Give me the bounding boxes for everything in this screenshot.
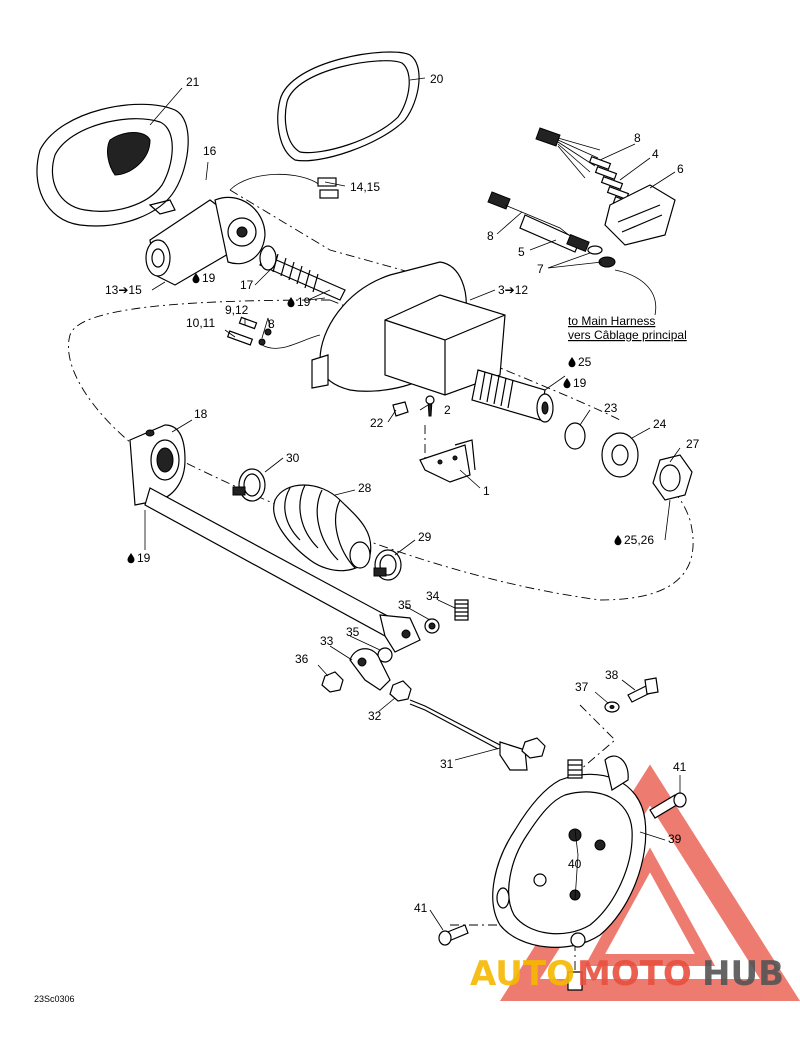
harness-note-line1: to Main Harness — [568, 314, 655, 328]
label-3-12: 3➔12 — [498, 283, 528, 297]
cover-part-21 — [36, 103, 189, 227]
svg-text:19: 19 — [297, 295, 311, 309]
svg-text:19: 19 — [137, 551, 151, 565]
label-25-26: 25,26 — [614, 533, 654, 547]
label-19-motor: 19 — [192, 271, 216, 285]
label-37: 37 — [575, 680, 589, 694]
svg-text:25: 25 — [578, 355, 592, 369]
belt-part-20 — [277, 51, 420, 162]
label-41-right: 41 — [673, 760, 687, 774]
screws-part-41 — [438, 792, 687, 946]
label-39: 39 — [668, 832, 682, 846]
wiring-harness — [408, 97, 676, 316]
watermark-auto: AUTO — [470, 954, 575, 994]
label-16: 16 — [203, 144, 217, 158]
label-31: 31 — [440, 757, 454, 771]
label-35-upper: 35 — [398, 598, 412, 612]
label-23: 23 — [604, 401, 618, 415]
shift-shaft-part-18 — [129, 424, 421, 653]
label-21: 21 — [186, 75, 200, 89]
linkage-parts-32-36 — [321, 599, 469, 702]
cable-part-31 — [409, 699, 546, 771]
label-36: 36 — [295, 652, 309, 666]
label-22: 22 — [370, 416, 384, 430]
label-10-11: 10,11 — [186, 316, 215, 330]
label-27: 27 — [686, 437, 700, 451]
screw-washer-parts-37-38 — [604, 677, 659, 713]
label-2: 2 — [444, 403, 451, 417]
label-8-small: 8 — [268, 317, 275, 331]
boot-and-clamps-28-29-30 — [232, 468, 402, 581]
gearbox-housing-part-3-12 — [311, 261, 554, 423]
label-19-shaft-end: 19 — [127, 551, 151, 565]
watermark-moto: MOTO — [577, 954, 692, 994]
harness-note-line2: vers Câblage principal — [568, 328, 687, 342]
drawing-reference: 23Sc0306 — [34, 994, 75, 1004]
label-19-shaft: 19 — [563, 376, 587, 390]
label-8-mid: 8 — [487, 229, 494, 243]
label-38: 38 — [605, 668, 619, 682]
label-33: 33 — [320, 634, 334, 648]
label-18: 18 — [194, 407, 208, 421]
label-29: 29 — [418, 530, 432, 544]
label-14-15: 14,15 — [350, 180, 380, 194]
label-24: 24 — [653, 417, 667, 431]
svg-text:25,26: 25,26 — [624, 533, 654, 547]
label-34: 34 — [426, 589, 440, 603]
label-5: 5 — [518, 245, 525, 259]
watermark-hub: HUB — [702, 954, 784, 994]
label-13-15: 13➔15 — [105, 283, 142, 297]
label-7: 7 — [537, 262, 544, 276]
part-number-labels: 21 20 16 14,15 8 4 6 8 5 7 3➔12 13➔15 19… — [105, 72, 700, 915]
leader-lines — [144, 77, 681, 931]
label-4: 4 — [652, 147, 659, 161]
harness-note: to Main Harness vers Câblage principal — [568, 314, 687, 342]
cover-part-39 — [492, 755, 647, 991]
label-8-top: 8 — [634, 131, 641, 145]
svg-text:19: 19 — [202, 271, 216, 285]
label-6: 6 — [677, 162, 684, 176]
bracket-parts-1-2-22 — [392, 395, 476, 483]
label-1: 1 — [483, 484, 490, 498]
label-40: 40 — [568, 857, 582, 871]
label-19-worm: 19 — [287, 295, 311, 309]
worm-screw-part-17 — [259, 245, 346, 301]
small-parts-9-12 — [226, 316, 321, 349]
label-9-12: 9,12 — [225, 303, 249, 317]
label-30: 30 — [286, 451, 300, 465]
label-17: 17 — [240, 278, 254, 292]
label-35-lower: 35 — [346, 625, 360, 639]
washers-nut-parts-23-24-27 — [564, 422, 693, 501]
label-41-left: 41 — [414, 901, 428, 915]
svg-text:19: 19 — [573, 376, 587, 390]
watermark-logo: AUTO MOTO HUB — [470, 954, 784, 994]
label-32: 32 — [368, 709, 382, 723]
label-28: 28 — [358, 481, 372, 495]
label-25-shaft: 25 — [568, 355, 592, 369]
label-20: 20 — [430, 72, 444, 86]
